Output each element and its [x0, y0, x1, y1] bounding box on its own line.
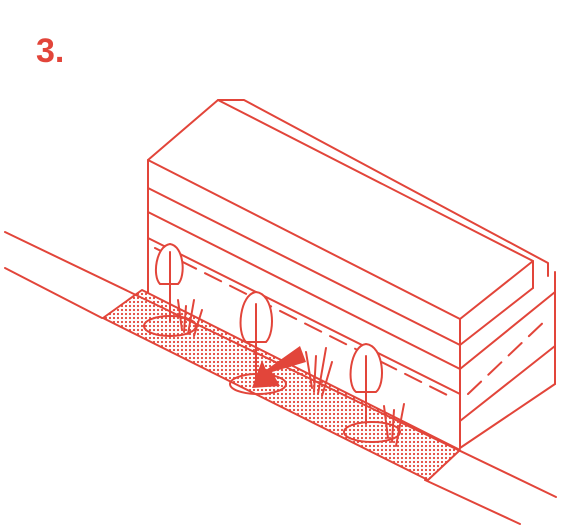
- window-band: [154, 247, 549, 400]
- runoff-arrow-icon: [252, 346, 306, 388]
- tree: [229, 291, 333, 397]
- tree: [343, 343, 405, 447]
- planting-strip: [102, 289, 461, 481]
- step-number: 3.: [36, 32, 65, 70]
- building: [147, 99, 556, 449]
- tree: [143, 243, 203, 337]
